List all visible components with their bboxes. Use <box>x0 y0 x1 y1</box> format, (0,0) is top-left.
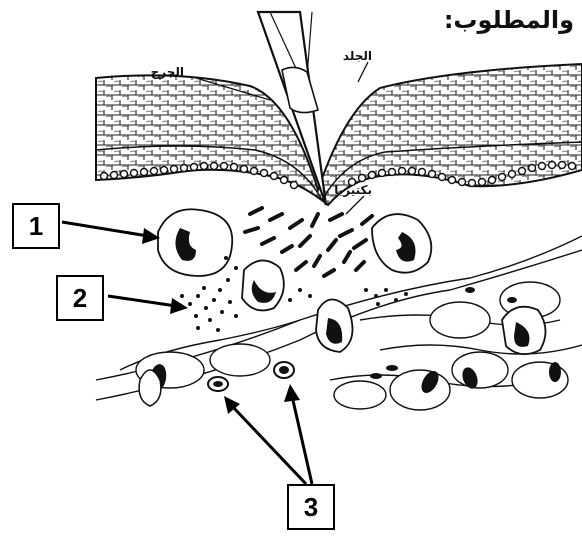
callout-1: 1 <box>12 203 60 249</box>
callout-2: 2 <box>56 275 104 321</box>
tissue-cells <box>136 282 568 410</box>
callout-3: 3 <box>287 484 335 530</box>
bacteria-label: بكتيريا <box>334 183 372 197</box>
skin-label: الجلد <box>343 49 372 63</box>
wound-label: الجرح <box>151 65 184 79</box>
